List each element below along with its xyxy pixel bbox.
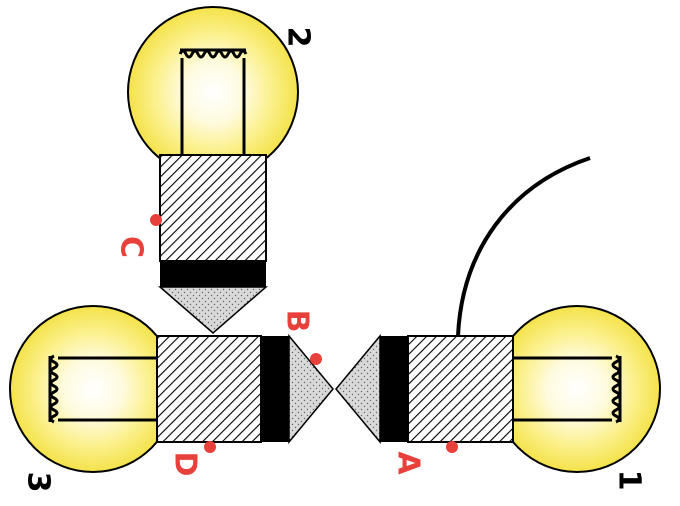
bulb-2-contact-tip [157,286,269,334]
bulb-1-screw-base [407,335,514,443]
bulb-1-number: 1 [612,470,647,491]
point-label-b: B [280,310,315,333]
bulb-3-glass [9,305,177,473]
contact-point-c[interactable] [150,214,162,226]
bulb-3-filament [48,354,157,424]
contact-point-b[interactable] [310,353,322,365]
bulb-2-screw-base [159,154,267,262]
point-label-c: C [114,236,149,258]
bulb-3-number: 3 [21,472,56,493]
bulb-1-insulator [380,336,408,442]
point-label-d: D [168,452,203,477]
bulb-3: 3 [9,305,334,493]
bulb-3-insulator [261,336,289,442]
bulb-1-filament [513,354,622,424]
contact-point-d[interactable] [204,441,216,453]
bulb-3-contact-tip [288,333,334,445]
bulb-1-contact-tip [335,333,381,445]
bulb-2-filament [178,48,248,155]
bulb-1-glass [493,305,661,473]
bulb-1: 1 [335,305,661,491]
bulb-2: 2 [127,6,316,334]
contact-point-a[interactable] [446,441,458,453]
bulb-2-number: 2 [281,27,316,48]
lead-wire[interactable] [456,156,591,337]
bulb-3-screw-base [156,335,262,443]
bulb-2-glass [127,6,299,178]
point-label-a: A [391,451,426,475]
bulb-2-insulator [160,261,266,287]
